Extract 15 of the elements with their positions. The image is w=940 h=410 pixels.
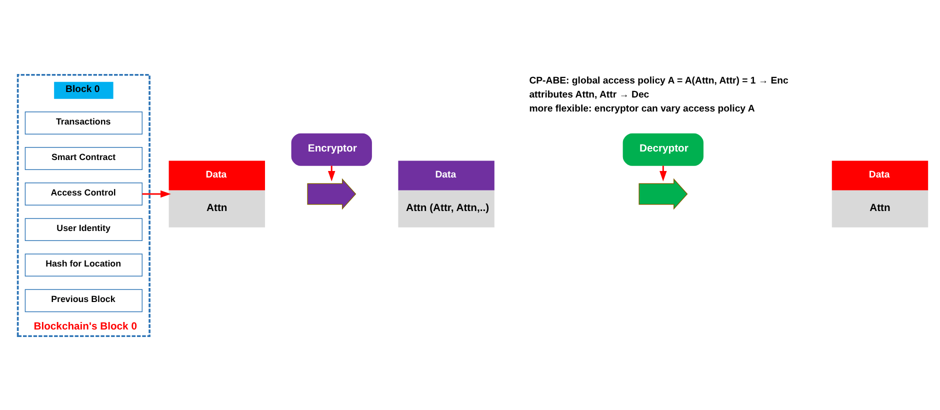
node-box: Access Control [24, 182, 143, 205]
node-box: Block 0 [54, 81, 114, 98]
label: more flexible: encryptor can vary access policy A [529, 102, 755, 114]
node-box: Smart Contract [24, 146, 143, 170]
node-box: Transactions [24, 111, 143, 134]
label: CP-ABE: global access policy A = A(Attn, Attr) = 1 → Enc [529, 74, 788, 86]
node-box: User Identity [24, 218, 143, 241]
arrow [142, 190, 171, 198]
node-box: Decryptor [622, 132, 704, 166]
node-box: Hash for Location [24, 253, 143, 276]
node-box: Encryptor [291, 132, 372, 166]
label: attributes Attn, Attr → Dec [529, 88, 650, 100]
node-arrow [307, 178, 356, 210]
node-arrow [638, 178, 688, 210]
node-box: Previous Block [24, 288, 143, 312]
